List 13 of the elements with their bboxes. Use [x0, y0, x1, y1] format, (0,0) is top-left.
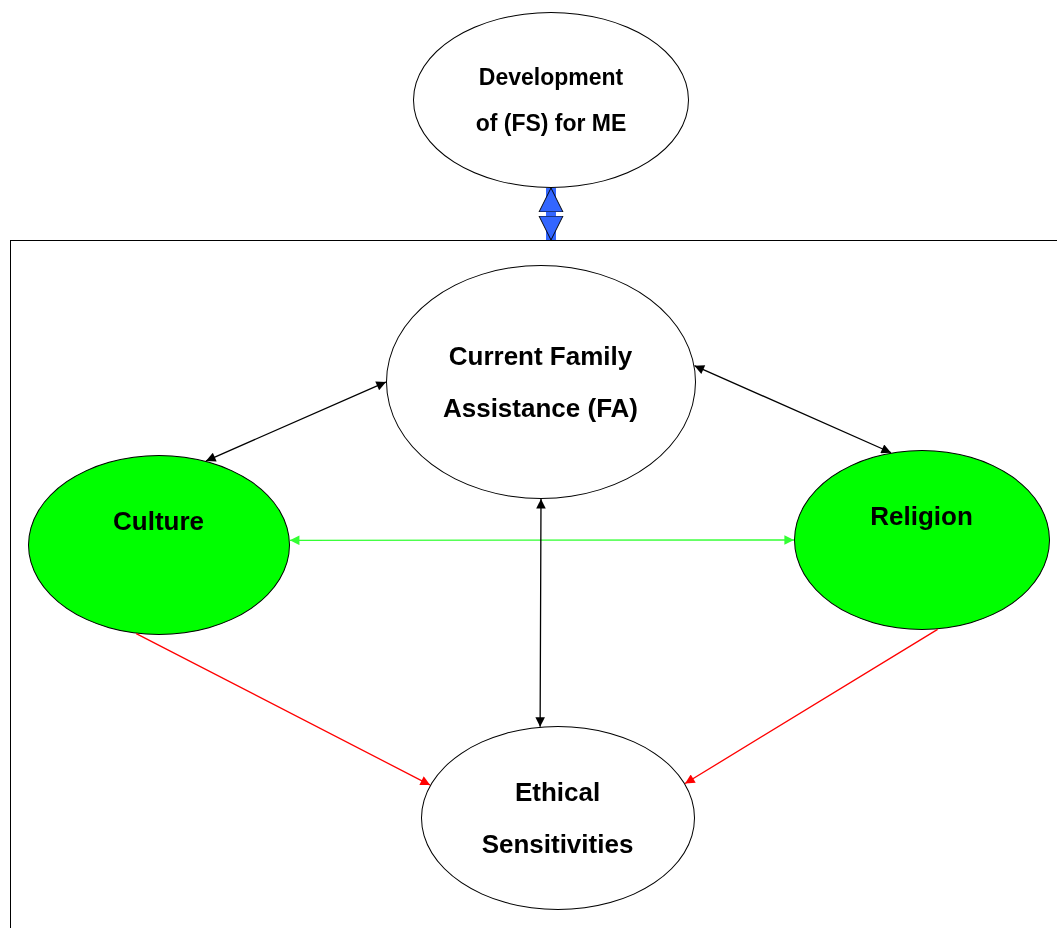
arrow — [205, 381, 387, 462]
arrow — [693, 365, 892, 454]
node-label: Development of (FS) for ME — [474, 63, 628, 138]
node-label: Current Family Assistance (FA) — [441, 339, 640, 425]
arrow — [289, 535, 795, 546]
double-arrow — [538, 187, 564, 241]
node-label: Religion — [869, 499, 974, 533]
node-label: Culture — [112, 504, 205, 538]
arrow — [535, 498, 546, 728]
arrow — [135, 633, 431, 786]
node-label: Ethical Sensitivities — [480, 775, 635, 861]
frame-box — [10, 240, 1057, 928]
arrow — [684, 628, 939, 785]
